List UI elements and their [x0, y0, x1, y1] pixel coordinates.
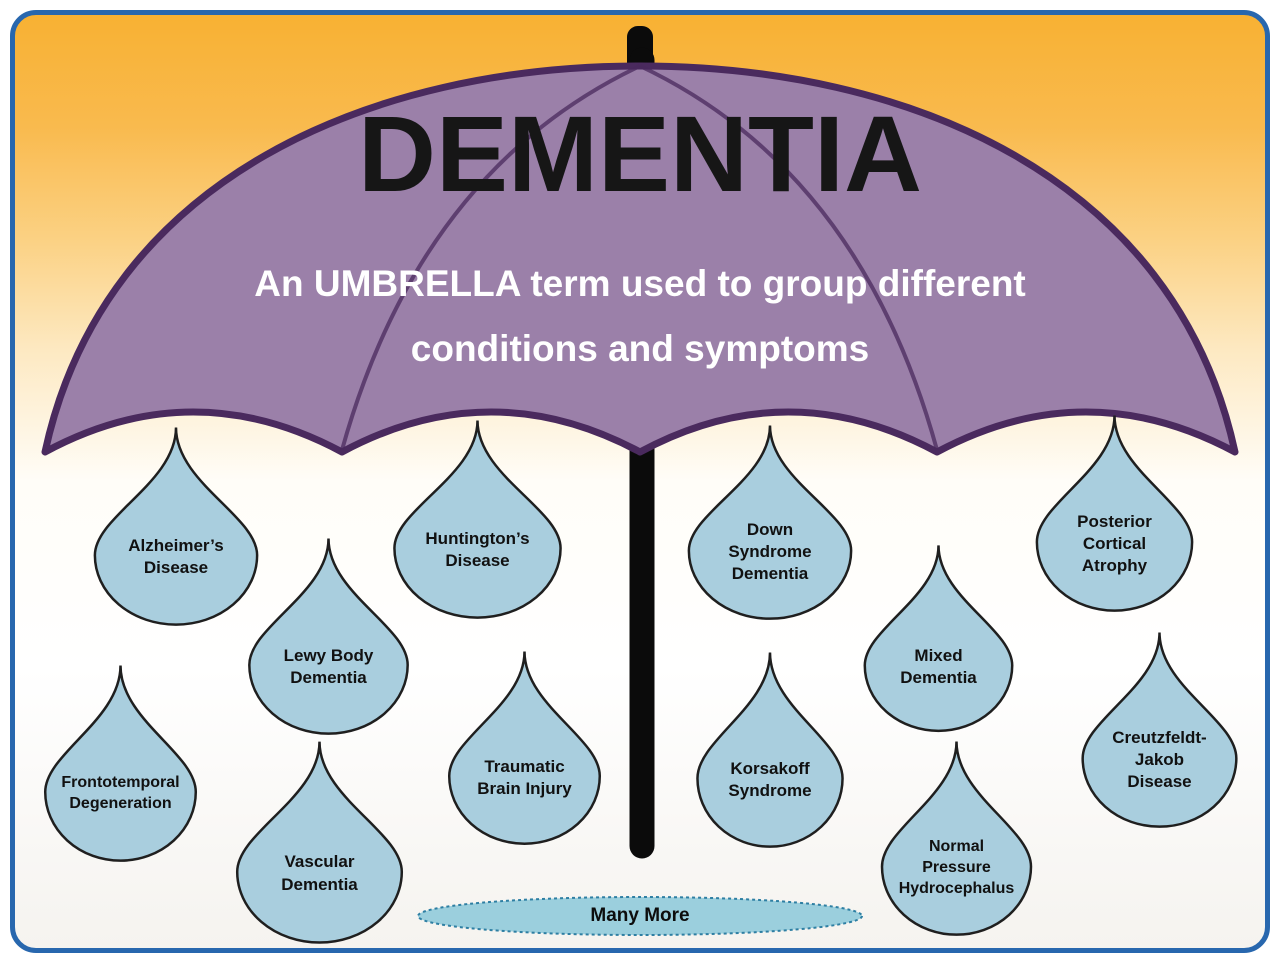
drop-alzheimers-disease: Alzheimer’s Disease [72, 425, 280, 628]
drop-korsakoff-syndrome: Korsakoff Syndrome [677, 650, 863, 850]
drop-posterior-cortical-atrophy: Posterior Cortical Atrophy [1015, 413, 1214, 614]
drop-huntingtons-disease: Huntington’s Disease [371, 418, 584, 621]
raindrop-icon [24, 663, 217, 864]
drop-label: Posterior Cortical Atrophy [1077, 511, 1152, 575]
drop-normal-pressure-hydrocephalus: Normal Pressure Hydrocephalus [861, 739, 1052, 938]
raindrop-icon [214, 739, 425, 946]
many-more-ellipse: Many More [415, 894, 865, 938]
many-more-label: Many More [590, 905, 690, 926]
drop-label: Huntington’s Disease [425, 528, 530, 570]
raindrop-icon [72, 425, 280, 628]
drop-traumatic-brain-injury: Traumatic Brain Injury [428, 649, 621, 847]
raindrop-icon [1015, 413, 1214, 614]
raindrop-icon [227, 536, 430, 737]
drop-down-syndrome-dementia: Down Syndrome Dementia [666, 423, 874, 622]
page-title: DEMENTIA [358, 93, 922, 214]
drop-label: Creutzfeldt- Jakob Disease [1112, 727, 1207, 792]
subtitle: An UMBRELLA term used to group different… [254, 263, 1026, 369]
raindrop-icon [1061, 630, 1258, 830]
drop-frontotemporal-degeneration: Frontotemporal Degeneration [24, 663, 217, 864]
drop-label: Korsakoff Syndrome [728, 758, 812, 800]
raindrop-icon [677, 650, 863, 850]
drop-vascular-dementia: Vascular Dementia [214, 739, 425, 946]
raindrop-icon [666, 423, 874, 622]
raindrop-icon [861, 739, 1052, 938]
drop-lewy-body-dementia: Lewy Body Dementia [227, 536, 430, 737]
drop-label: Lewy Body Dementia [283, 645, 374, 687]
raindrop-icon [371, 418, 584, 621]
drop-label: Down Syndrome Dementia [728, 520, 812, 584]
drop-label: Mixed Dementia [900, 646, 977, 688]
drop-label: Normal Pressure Hydrocephalus [898, 838, 1015, 897]
ellipse-icon [417, 896, 863, 936]
drop-creutzfeldt-jakob-disease: Creutzfeldt- Jakob Disease [1061, 630, 1258, 830]
raindrop-icon [428, 649, 621, 847]
raindrop-icon [844, 543, 1033, 734]
drop-label: Frontotemporal Degeneration [61, 773, 180, 812]
drop-label: Alzheimer’s Disease [128, 535, 224, 577]
drop-label: Vascular Dementia [281, 852, 358, 894]
drop-mixed-dementia: Mixed Dementia [844, 543, 1033, 734]
drop-label: Traumatic Brain Injury [477, 756, 572, 798]
